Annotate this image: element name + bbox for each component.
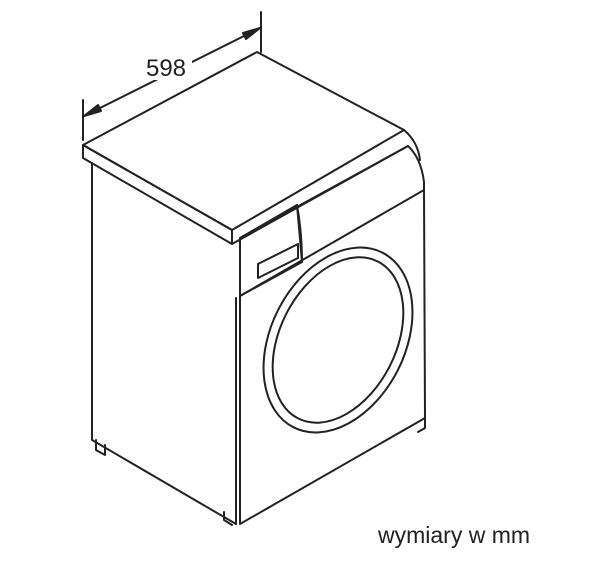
worktop-front-corner bbox=[403, 129, 421, 161]
control-panel-section bbox=[239, 204, 303, 297]
dimension-arrow-right bbox=[242, 27, 261, 40]
door-glass bbox=[271, 256, 405, 424]
display-window bbox=[257, 243, 299, 279]
dimension-label-background bbox=[140, 50, 192, 80]
dimension-value-label: 598 bbox=[146, 55, 186, 82]
side-panel bbox=[91, 162, 237, 526]
worktop-left-edge bbox=[82, 144, 233, 245]
width-dimension: 598 bbox=[82, 11, 262, 141]
worktop bbox=[82, 51, 421, 245]
foot-right-front bbox=[417, 417, 426, 433]
units-note: wymiary w mm bbox=[378, 522, 531, 548]
control-panel bbox=[239, 145, 425, 297]
worktop-top-surface bbox=[82, 51, 405, 231]
side-panel-outline bbox=[91, 162, 237, 525]
door bbox=[262, 246, 414, 434]
dimension-arrow-left bbox=[83, 104, 102, 117]
foot-left-front bbox=[223, 511, 233, 526]
foot-left-back bbox=[95, 439, 106, 456]
front-panel-outline bbox=[239, 189, 426, 525]
control-panel-divider bbox=[296, 204, 303, 263]
door-outer-ring bbox=[262, 246, 414, 434]
control-panel-body bbox=[239, 145, 425, 297]
front-panel bbox=[239, 189, 426, 525]
